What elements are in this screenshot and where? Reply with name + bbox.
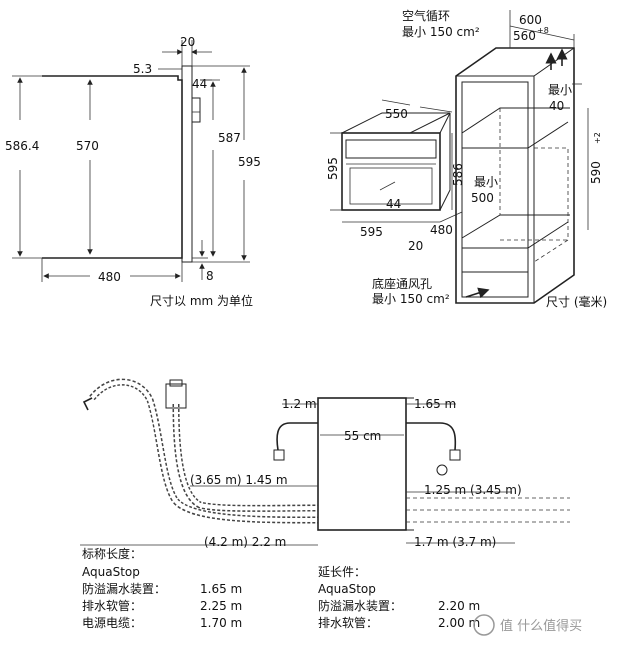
dim-20-b: 20	[408, 239, 423, 253]
dim-line	[439, 211, 463, 223]
power-cord-right	[406, 422, 457, 451]
dim-1-65: 1.65 m	[414, 397, 456, 411]
aquastop-hose	[172, 403, 319, 512]
dim-55-label: 55 cm	[344, 429, 381, 443]
oven-front	[341, 132, 441, 211]
power-cord-left	[276, 422, 318, 451]
dim-44: 44	[192, 77, 207, 91]
dim-550: 550	[385, 107, 408, 121]
oven-control-strip	[345, 139, 437, 159]
dim-1-2: 1.2 m	[282, 397, 317, 411]
oven-side	[439, 112, 451, 211]
valve-cap	[169, 379, 183, 387]
vent-bottom-label: 底座通风孔	[372, 276, 432, 291]
std-row-0-value: 1.65 m	[200, 582, 242, 596]
floor-lines	[406, 497, 570, 523]
std-row-2-label: 电源电缆：	[82, 616, 142, 630]
shelf-upper-front	[462, 121, 569, 149]
oven-side-outline	[42, 75, 183, 259]
vent-top-area: 最小 150 cm²	[402, 25, 480, 39]
min-500-label: 最小	[474, 175, 498, 189]
unit-label: 尺寸 (毫米)	[546, 294, 607, 309]
dim-4-2: (4.2 m) 2.2 m	[204, 535, 286, 549]
vent-top-label: 空气循环	[402, 8, 450, 23]
handle	[191, 97, 201, 123]
dim-587: 587	[218, 131, 241, 145]
dim-590: 590	[589, 161, 603, 184]
oven-3d	[341, 112, 451, 211]
front-panel	[181, 65, 193, 263]
dim-line	[381, 99, 411, 106]
dim-600: 600	[519, 13, 542, 27]
min-500-value: 500	[471, 191, 494, 205]
dim-8: 8	[206, 269, 214, 283]
shelf-lower-front	[462, 221, 569, 249]
ext-row-0-label: 防溢漏水装置：	[318, 598, 402, 613]
shelf-lower	[461, 214, 570, 239]
std-row-1-value: 2.25 m	[200, 599, 242, 613]
aquastop-hose-core	[174, 403, 319, 511]
std-title: 标称长度：	[82, 546, 142, 561]
unit-note: 尺寸以 mm 为单位	[150, 293, 253, 308]
dim-560: 560	[513, 29, 536, 43]
ext-row-1-label: 排水软管：	[318, 615, 378, 630]
dim-20: 20	[180, 35, 195, 49]
std-row-2-value: 1.70 m	[200, 616, 242, 630]
std-row-0-label: 防溢漏水装置：	[82, 581, 166, 596]
dim-line	[419, 106, 453, 113]
vent-bottom-area: 最小 150 cm²	[372, 292, 450, 306]
dim-5-3: 5.3	[133, 62, 152, 76]
ext-sub: AquaStop	[318, 582, 376, 596]
std-sub: AquaStop	[82, 565, 140, 579]
dim-595-v: 595	[326, 157, 340, 180]
dim-1-7: 1.7 m (3.7 m)	[414, 535, 496, 549]
dim-560-tol: +8	[537, 26, 549, 35]
dim-590-tol: +2	[593, 132, 602, 144]
oven-window	[349, 167, 433, 205]
dim-480-b: 480	[430, 223, 453, 237]
cabinet	[455, 47, 575, 304]
dim-586: 586	[451, 163, 465, 186]
dim-586-4: 586.4	[5, 139, 39, 153]
dim-1-25: 1.25 m (3.45 m)	[424, 483, 522, 497]
dishwasher-body	[317, 397, 407, 531]
side-view-diagram: 20 5.3 44 586.4 570 587 595 8	[5, 35, 261, 308]
cabinet-diagram: 550 595 586 44 595 480 20	[326, 8, 607, 309]
air-arrow-in	[465, 287, 490, 299]
ext-title: 延长件：	[318, 565, 366, 579]
plug-right	[449, 449, 461, 461]
dim-line	[379, 181, 396, 191]
dim-44-b: 44	[386, 197, 401, 211]
hidden-line	[533, 147, 569, 263]
plug-left	[273, 449, 285, 461]
dim-595: 595	[238, 155, 261, 169]
cabinet-inner	[461, 81, 529, 298]
watermark-text: 值 什么值得买	[500, 618, 582, 634]
dim-3-65: (3.65 m) 1.45 m	[190, 473, 288, 487]
cabinet-top-edge	[456, 47, 575, 77]
socket-icon	[436, 464, 448, 476]
dim-595-h: 595	[360, 225, 383, 239]
std-row-1-label: 排水软管：	[82, 598, 142, 613]
drain-hose-core	[90, 380, 319, 522]
dim-line	[509, 25, 575, 41]
aquastop-valve	[165, 383, 187, 409]
watermark-logo	[473, 614, 495, 636]
dim-570: 570	[76, 139, 99, 153]
min-40-value: 40	[549, 99, 564, 113]
dim-480: 480	[98, 270, 121, 284]
ext-row-0-value: 2.20 m	[438, 599, 480, 613]
drain-hose-end	[82, 397, 93, 411]
ext-row-1-value: 2.00 m	[438, 616, 480, 630]
cabinet-outline	[455, 47, 575, 304]
hose-diagram: 55 cm 1.2 m 1.65 m (3.65 m) 1.45 m 1.25 …	[80, 378, 582, 636]
min-40-label: 最小	[548, 83, 572, 97]
